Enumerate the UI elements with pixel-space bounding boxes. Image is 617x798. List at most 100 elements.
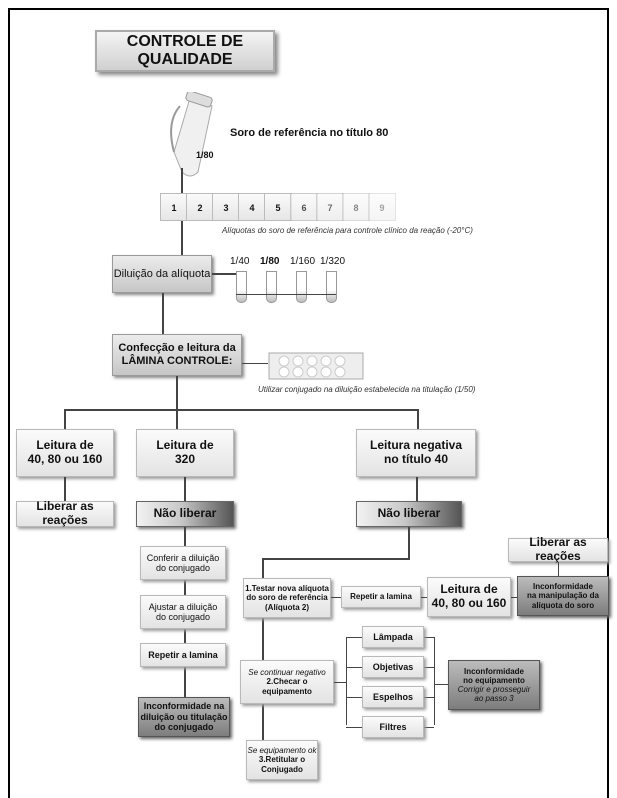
leitura-box-40-80-160-b: Leitura de 40, 80 ou 160 [427, 577, 511, 617]
connector [262, 558, 264, 758]
aliquot-number: 2 [197, 203, 203, 213]
dilution-label: 1/80 [260, 256, 280, 267]
retitular-line2: Conjugado [261, 764, 303, 774]
equipment-item: Objetivas [362, 656, 424, 678]
connector [242, 363, 268, 364]
aliquot-tube: 1 [160, 193, 188, 221]
connector [408, 527, 410, 559]
inconformidade-soro-box: Inconformidade na manipulação da alíquot… [517, 576, 609, 616]
connector [416, 477, 418, 501]
aliquot-tube: 3 [212, 193, 240, 221]
dilution-label: 1/40 [230, 256, 250, 267]
equipment-item-label: Filtres [379, 721, 407, 732]
ajustar-line1: Ajustar a diluição [148, 601, 218, 612]
equipment-item: Espelhos [362, 686, 424, 708]
leitura-b-line1: Leitura de [156, 438, 214, 453]
retitular-condition: Se equipamento ok [247, 746, 317, 756]
nao-liberar-label: Não liberar [153, 506, 217, 521]
connector [212, 273, 242, 275]
page-title: CONTROLE DE QUALIDADE [126, 32, 244, 68]
confeccao-box: Confecção e leitura da LÂMINA CONTROLE: [112, 334, 242, 376]
leitura-box-40-80-160: Leitura de 40, 80 ou 160 [16, 429, 114, 477]
leitura-b-line2: 320 [174, 452, 196, 466]
liberar-reacoes-box-2: Liberar as reações [508, 535, 608, 563]
ajustar-box: Ajustar a diluição do conjugado [140, 595, 226, 629]
connector [176, 376, 178, 410]
inconf-conj-line3: do conjugado [154, 722, 214, 733]
inconformidade-conjugado-box: Inconformidade na diluição ou titulação … [138, 697, 230, 737]
serum-dilution-label: 1/80 [196, 150, 214, 160]
test-tube-icon [266, 271, 277, 303]
checar-equipamento-box: Se continuar negativo 2.Checar o equipam… [240, 660, 334, 704]
dilution-label: 1/160 [290, 256, 316, 267]
leitura-c-line1: Leitura negativa [369, 438, 463, 453]
leitura-d-line1: Leitura de [440, 582, 498, 597]
conferir-line2: do conjugado [155, 563, 211, 573]
repetir-lamina-box: Repetir a lamina [140, 643, 226, 667]
connector [176, 409, 178, 429]
connector [64, 409, 418, 411]
connector [162, 293, 164, 335]
confeccao-line2: LÂMINA CONTROLE: [121, 355, 233, 367]
conferir-box: Conferir a diluição do conjugado [140, 546, 226, 580]
aliquot-tube: 7 [316, 193, 344, 221]
serum-label: Soro de referência no título 80 [230, 127, 389, 139]
ajustar-line2: do conjugado [155, 612, 211, 622]
aliquot-number: 3 [223, 203, 229, 213]
aliquot-number: 7 [327, 203, 333, 213]
repetir-label: Repetir a lamina [148, 649, 218, 660]
inconformidade-equipamento-box: Inconformidade no equipamento Corrigir e… [448, 660, 540, 710]
equipment-item-label: Lâmpada [373, 631, 413, 642]
testar-line2: do soro de referência [246, 593, 328, 603]
connector [434, 637, 435, 725]
connector [511, 597, 517, 598]
leitura-box-320: Leitura de 320 [136, 429, 234, 477]
connector [184, 477, 186, 501]
inconf-soro-line2: na manipulação da [526, 591, 600, 601]
test-tube-icon [236, 271, 247, 303]
aliquot-tube: 8 [342, 193, 370, 221]
aliquot-tube: 4 [238, 193, 266, 221]
retitular-conjugado-box: Se equipamento ok 3.Retitular o Conjugad… [246, 740, 318, 780]
aliquot-number: 9 [379, 203, 385, 213]
test-tube-icon [326, 271, 337, 303]
aliquot-number: 8 [353, 203, 359, 213]
test-tube-icon [296, 271, 307, 303]
testar-line1: 1.Testar nova alíquota [245, 584, 329, 594]
liberar-label-2: Liberar as reações [529, 535, 587, 563]
equipment-item-label: Objetivas [372, 661, 414, 672]
connector [64, 409, 66, 429]
aliquot-number: 6 [301, 203, 307, 213]
inconf-eq-line3: Corrigir e prosseguir [457, 685, 531, 694]
leitura-a-line1: Leitura de [36, 438, 94, 453]
inconf-eq-line4: ao passo 3 [474, 694, 514, 704]
aliquots-caption: Alíquotas do soro de referência para con… [222, 226, 473, 235]
inconf-soro-line1: Inconformidade [532, 582, 593, 592]
connector [434, 684, 448, 685]
aliquot-number: 1 [171, 203, 177, 213]
diagram-frame [8, 8, 609, 798]
checar-condition: Se continuar negativo [248, 668, 326, 678]
inconf-eq-line2: no equipamento [463, 675, 525, 685]
checar-line1: 2.Checar o [266, 677, 308, 687]
equipment-item: Lâmpada [362, 626, 424, 648]
inconf-conj-line2: diluição ou titulação [140, 711, 228, 722]
connector [334, 682, 346, 683]
equipment-item: Filtres [362, 716, 424, 738]
connector [421, 597, 427, 598]
aliquot-number: 4 [249, 203, 255, 213]
testar-line3: (Alíquota 2) [265, 602, 309, 612]
connector [346, 637, 347, 725]
nao-liberar-box-negativa: Não liberar [356, 501, 462, 527]
aliquot-tube: 9 [368, 193, 396, 221]
connector [64, 477, 66, 501]
repetir-label-2: Repetir a lamina [350, 592, 412, 602]
aliquot-tube: 6 [290, 193, 318, 221]
leitura-d-line2: 40, 80 ou 160 [431, 596, 507, 610]
slide-icon [268, 352, 364, 380]
conjugado-caption: Utilizar conjugado na diluição estabelec… [258, 385, 476, 394]
liberar-reacoes-box: Liberar as reações [16, 499, 114, 527]
confeccao-line1: Confecção e leitura da [118, 342, 236, 355]
aliquot-number: 5 [275, 203, 281, 213]
equipment-item-label: Espelhos [372, 691, 413, 702]
